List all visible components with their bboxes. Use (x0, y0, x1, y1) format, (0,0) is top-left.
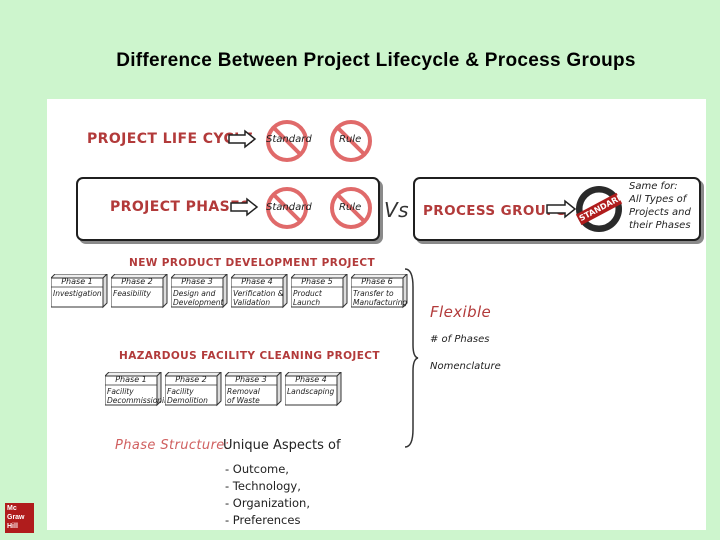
phase-description-line: Product (293, 289, 322, 298)
arrow-icon (228, 129, 257, 149)
unique-aspects-lead: Unique Aspects of (223, 438, 341, 453)
note-line: Same for: (629, 181, 678, 192)
logo-line: Mc (7, 505, 17, 512)
phase-box-shape (51, 274, 108, 309)
phase-description-line: Landscaping (287, 387, 335, 396)
phase-description-line: of Waste (227, 396, 260, 405)
phase-description: Landscaping (287, 387, 334, 396)
phase-description-line: Facility (167, 387, 194, 396)
diagram-panel: PROJECT LIFE CYCLE Standard Rule PROJECT… (47, 99, 706, 530)
phase-name: Phase 6 (361, 277, 393, 286)
phase-name: Phase 4 (295, 375, 327, 384)
phase-description-line: Removal (227, 387, 260, 396)
phase-description-line: Investigation (53, 289, 102, 298)
phase-box-shape (105, 372, 162, 407)
phase-structure-label: Phase Structure: (115, 438, 230, 453)
phase-box-shape (231, 274, 288, 309)
npd-phase-box: Phase 1 Investigation (51, 274, 108, 309)
phase-name: Phase 5 (301, 277, 333, 286)
phase-name: Phase 3 (181, 277, 213, 286)
flexible-label: Flexible (430, 303, 492, 321)
life-cycle-label: PROJECT LIFE CYCLE (87, 131, 254, 147)
phase-description-line: Development (173, 298, 224, 307)
arrow-icon (546, 199, 577, 219)
arrow-icon (230, 197, 259, 217)
phase-description-line: Demolition (167, 396, 208, 405)
no-standard-icon (266, 120, 308, 162)
standard-text: Standard (266, 134, 312, 145)
note-line: Projects and (629, 207, 691, 218)
phase-name: Phase 2 (175, 375, 207, 384)
phase-description-line: Validation (233, 298, 271, 307)
phase-box-shape (171, 274, 228, 309)
aspect-item: - Outcome, (225, 462, 289, 476)
same-for-note: Same for: All Types of Projects and thei… (629, 180, 691, 232)
project-phases-box (76, 177, 380, 241)
aspect-item: - Technology, (225, 479, 301, 493)
phase-description: Feasibility (113, 289, 151, 298)
aspect-item: - Organization, (225, 496, 310, 510)
phases-label: PROJECT PHASES (110, 199, 251, 215)
phase-name: Phase 1 (61, 277, 93, 286)
phase-name: Phase 4 (241, 277, 273, 286)
versus-label: Vs (384, 198, 409, 222)
phase-description-line: Verification & (233, 289, 284, 298)
hfc-title: HAZARDOUS FACILITY CLEANING PROJECT (119, 350, 380, 362)
slide-title: Difference Between Project Lifecycle & P… (116, 50, 636, 71)
phase-description-line: Launch (293, 298, 321, 307)
phase-description-line: Decommissioning (107, 396, 174, 405)
phase-description: Investigation (53, 289, 102, 298)
process-groups-label: PROCESS GROUPS (423, 203, 567, 219)
standard-seal-icon (575, 186, 623, 232)
phase-name: Phase 3 (235, 375, 267, 384)
npd-phase-box: Phase 4 Verification &Validation (231, 274, 288, 309)
rule-text: Rule (339, 134, 362, 145)
no-rule-icon (330, 187, 372, 229)
no-rule-icon (330, 120, 372, 162)
phase-description-line: Facility (107, 387, 134, 396)
flex-item: # of Phases (430, 334, 490, 345)
note-line: their Phases (629, 220, 691, 231)
logo-line: Graw (7, 514, 25, 521)
brace-icon (404, 268, 419, 448)
phase-box-shape (165, 372, 222, 407)
logo-line: Hill (7, 523, 18, 530)
phase-box-shape (225, 372, 282, 407)
phase-box-shape (291, 274, 348, 309)
phase-name: Phase 1 (115, 375, 147, 384)
phase-box-shape (351, 274, 408, 309)
phase-name: Phase 2 (121, 277, 153, 286)
note-line: All Types of (629, 194, 687, 205)
aspect-item: - Preferences (225, 513, 301, 527)
standard-text: Standard (266, 202, 312, 213)
phase-description: Verification &Validation (233, 289, 284, 307)
rule-text: Rule (339, 202, 362, 213)
phase-description-line: Feasibility (113, 289, 151, 298)
flex-item: Nomenclature (430, 361, 501, 372)
npd-title: NEW PRODUCT DEVELOPMENT PROJECT (129, 257, 376, 269)
no-standard-icon (266, 187, 308, 229)
phase-box-shape (285, 372, 342, 407)
phase-description-line: Manufacturing (353, 298, 408, 307)
npd-phase-box: Phase 2 Feasibility (111, 274, 168, 309)
publisher-logo: Mc Graw Hill (5, 503, 34, 533)
hfc-phase-box: Phase 4 Landscaping (285, 372, 342, 407)
phase-description-line: Design and (173, 289, 216, 298)
phase-box-shape (111, 274, 168, 309)
phase-description-line: Transfer to (353, 289, 394, 298)
